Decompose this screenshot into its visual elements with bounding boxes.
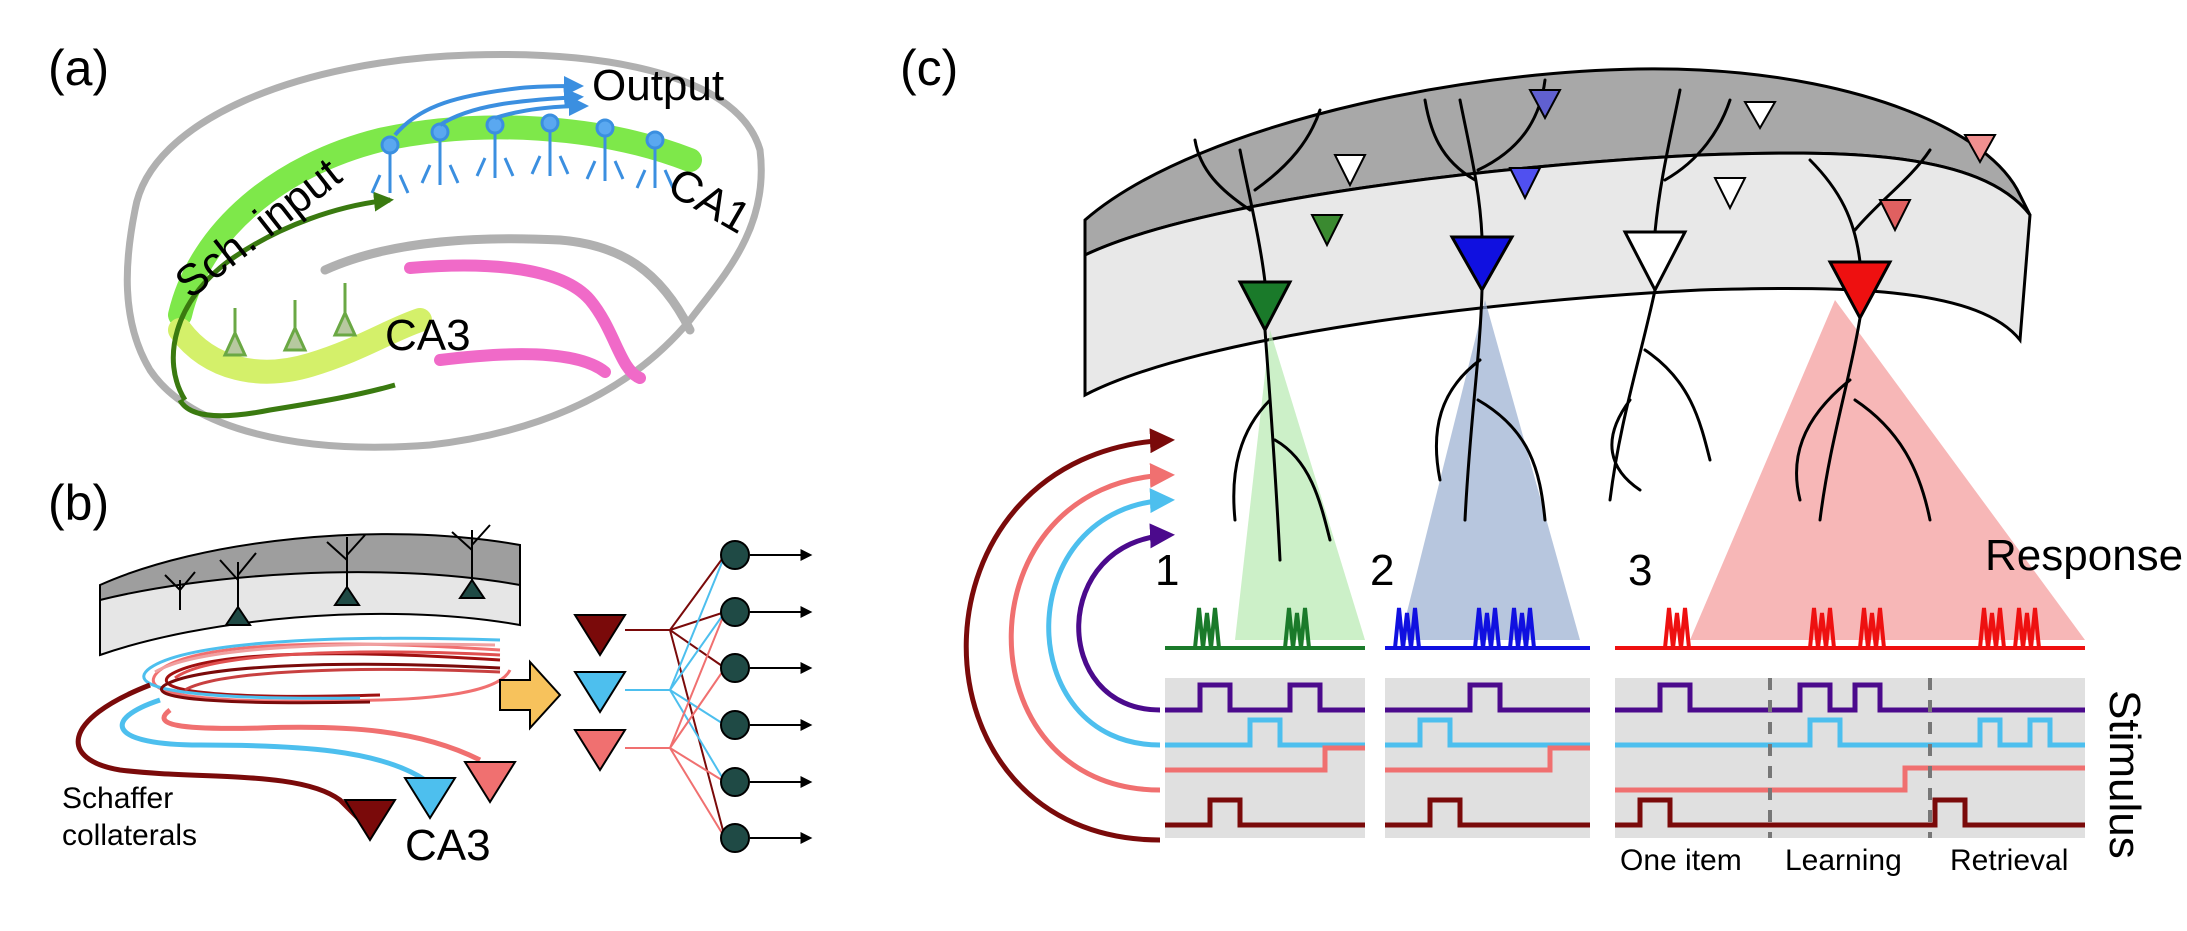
output-arrow-2 — [438, 87, 584, 127]
panel-a: (a) Output — [48, 40, 765, 451]
ca3-label: CA3 — [385, 311, 471, 360]
schaffer-label-2: collaterals — [62, 819, 197, 852]
ca1-neurons — [370, 113, 675, 194]
phase-dividers — [1768, 678, 1932, 838]
output-arrow-1 — [393, 76, 584, 137]
hippocampus-outline — [123, 51, 765, 451]
ca3-neuron-salmon — [463, 761, 517, 804]
ca3-neuron-cyan — [403, 777, 457, 820]
phase-label-one-item: One item — [1620, 844, 1742, 877]
ca3-band — [168, 308, 432, 384]
net-input-darkred — [573, 614, 627, 657]
phase-label-retrieval: Retrieval — [1950, 844, 2068, 877]
schaffer-bundle — [142, 636, 512, 705]
slab-b-neurons — [164, 524, 491, 626]
output-arrow-3 — [494, 96, 589, 120]
phase-label-learning: Learning — [1785, 844, 1902, 877]
slab-b-side — [99, 571, 521, 657]
neuron-number-2: 2 — [1370, 546, 1394, 595]
panel-a-label: (a) — [48, 40, 109, 96]
arc-darkred — [963, 428, 1175, 843]
stimulus-label: Stimulus — [2100, 690, 2149, 859]
net-connections — [625, 554, 726, 839]
arc-salmon — [1008, 463, 1175, 793]
panel-b: (b) Schaffer collaterals — [48, 475, 813, 870]
ca3-neurons — [222, 283, 358, 357]
cone-red — [1690, 300, 2085, 640]
panel-b-label: (b) — [48, 475, 109, 531]
sch-input-label: Sch. input — [166, 149, 350, 308]
fiber-cyan — [119, 697, 427, 783]
stim-box-3 — [1615, 678, 2085, 838]
sch-input-arrow — [170, 191, 394, 402]
ca3-neuron-darkred — [343, 799, 397, 842]
schaffer-label-1: Schaffer — [62, 782, 173, 815]
net-input-salmon — [573, 729, 627, 772]
fiber-darkred — [75, 682, 372, 832]
transform-arrow — [499, 659, 562, 731]
net-input-cyan — [573, 671, 627, 714]
fiber-salmon — [161, 708, 482, 763]
ca1-label: CA1 — [660, 158, 759, 243]
ca1-band — [168, 115, 702, 327]
output-label: Output — [592, 61, 724, 110]
slab-c-side — [1083, 151, 2032, 398]
response-traces — [1165, 607, 2085, 650]
hippocampal-fissure — [320, 234, 695, 335]
sch-input-loop — [177, 382, 396, 419]
ca3-label-b: CA3 — [405, 821, 491, 870]
main-neurons — [1237, 230, 1893, 334]
arc-purple — [1076, 523, 1175, 713]
panel-c: (c) — [900, 40, 2183, 877]
stimulus-traces — [1165, 682, 2085, 828]
neuron-number-1: 1 — [1155, 546, 1179, 595]
stim-box-2 — [1385, 678, 1590, 838]
stim-box-1 — [1165, 678, 1365, 838]
cone-green — [1235, 330, 1365, 640]
net-output-arrows — [750, 549, 813, 844]
neuron-number-3: 3 — [1628, 546, 1652, 595]
upper-neurons — [1310, 89, 1997, 248]
net-output-nodes — [720, 540, 750, 853]
cone-blue — [1400, 300, 1580, 640]
response-label: Response — [1985, 531, 2183, 580]
dendrites — [1193, 78, 1932, 562]
dentate-gyrus — [404, 259, 646, 384]
arc-cyan — [1046, 488, 1175, 748]
panel-c-label: (c) — [900, 40, 958, 96]
